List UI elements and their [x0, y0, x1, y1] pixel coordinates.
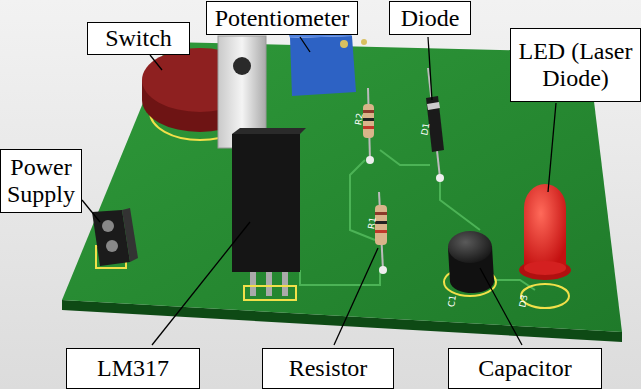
led-symbol [519, 184, 571, 308]
silkscreen-label: R1 [366, 216, 378, 230]
callout-label: Switch [105, 25, 172, 52]
leader-lines [82, 37, 556, 345]
callout-box: Potentiometer [206, 1, 358, 35]
callout-label: LM317 [97, 355, 169, 382]
callout-box: LM317 [66, 348, 200, 389]
potentiometer-symbol [288, 30, 367, 96]
silkscreen-label: C1 [446, 294, 458, 308]
callout-label: Potentiometer [215, 5, 350, 32]
capacitor-symbol [444, 231, 496, 296]
callout-label: LED (Laser Diode) [517, 38, 635, 92]
silkscreen-label: R2 [353, 112, 365, 126]
callout-box: Switch [87, 22, 190, 55]
callout-box: Resistor [262, 348, 394, 389]
callout-box: Capacitor [448, 348, 602, 389]
callout-box: Diode [389, 1, 471, 35]
resistor-symbol [363, 88, 387, 274]
silkscreen-label: D3 [517, 294, 529, 308]
power-terminal [92, 208, 138, 268]
callout-label: Diode [401, 5, 460, 32]
callout-label: Resistor [289, 355, 368, 382]
callout-label: Capacitor [478, 355, 571, 382]
callout-label: Power Supply [6, 154, 76, 208]
pcb-traces [300, 150, 535, 290]
silkscreen-label: D1 [419, 122, 431, 136]
callout-box: LED (Laser Diode) [510, 28, 641, 102]
callout-box: Power Supply [0, 149, 82, 213]
